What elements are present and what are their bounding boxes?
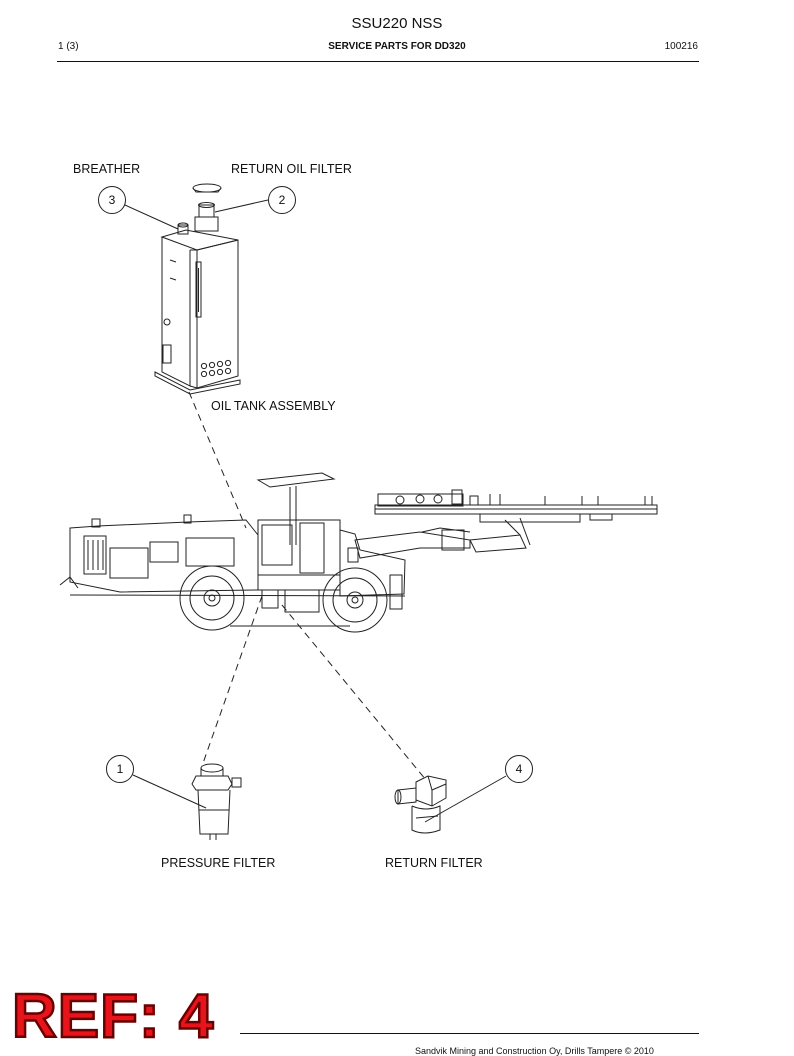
footer-copyright: Sandvik Mining and Construction Oy, Dril…: [415, 1046, 654, 1056]
callout-pressure-filter: 1: [106, 755, 134, 783]
drill-rig-drawing: [59, 472, 658, 633]
callout-return-oil-filter: 2: [268, 186, 296, 214]
label-pressure-filter: PRESSURE FILTER: [161, 856, 276, 870]
callout-breather: 3: [98, 186, 126, 214]
callout-return-filter: 4: [505, 755, 533, 783]
label-return-oil-filter: RETURN OIL FILTER: [231, 162, 352, 176]
header-rule: [57, 61, 699, 62]
document-title: SSU220 NSS: [351, 15, 443, 32]
leader-lines: [124, 199, 507, 823]
return-filter-drawing: [394, 775, 447, 834]
footer-rule: [240, 1033, 699, 1034]
page-number: 1 (3): [58, 41, 79, 52]
locator-lines: [188, 391, 427, 781]
label-oil-tank-assembly: OIL TANK ASSEMBLY: [211, 399, 336, 413]
document-subtitle: SERVICE PARTS FOR DD320: [328, 41, 466, 52]
ref-stamp: REF: 4: [11, 982, 215, 1051]
pressure-filter-drawing: [191, 763, 242, 840]
label-breather: BREATHER: [73, 162, 141, 176]
label-return-filter: RETURN FILTER: [385, 856, 483, 870]
oil-tank-drawing: [154, 183, 241, 395]
document-code: 100216: [664, 41, 698, 52]
